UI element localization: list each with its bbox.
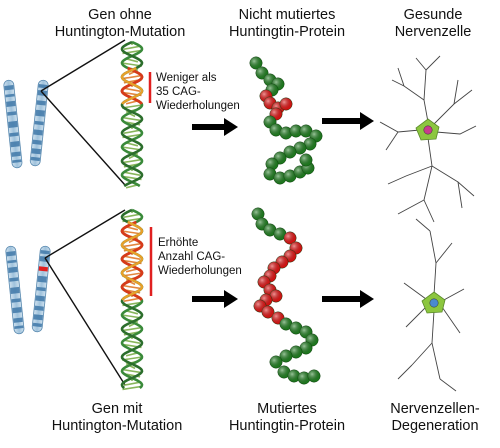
caption-gene-normal: Gen ohne Huntington-Mutation — [54, 7, 186, 40]
arrow-right-icon — [192, 290, 238, 308]
zoom-lines — [40, 39, 126, 386]
neuron-icon — [397, 218, 465, 392]
arrow-right-icon — [192, 118, 238, 136]
protein-chain-icon — [251, 207, 321, 385]
caption-neuron-healthy: Gesunde Nervenzelle — [394, 7, 472, 40]
chromosome-pair-icon — [5, 245, 51, 335]
caption-neuron-degen: Nervenzellen- Degeneration — [390, 401, 480, 434]
annotation-normal-repeats: Weniger als 35 CAG- Wiederholungen — [156, 72, 240, 112]
caption-gene-mutant: Gen mit Huntington-Mutation — [51, 401, 183, 434]
caption-protein-normal: Nicht mutiertes Huntingtin-Protein — [228, 7, 346, 40]
arrow-right-icon — [322, 290, 374, 308]
neuron-icon — [379, 55, 477, 223]
dna-helix-icon — [120, 40, 144, 189]
annotation-mutant-repeats: Erhöhte Anzahl CAG- Wiederholungen — [158, 237, 242, 277]
dna-helix-icon — [120, 208, 144, 391]
protein-chain-icon — [249, 56, 323, 185]
caption-protein-mutant: Mutiertes Huntingtin-Protein — [228, 401, 346, 434]
chromosome-pair-icon — [3, 79, 49, 169]
arrow-right-icon — [322, 112, 374, 130]
